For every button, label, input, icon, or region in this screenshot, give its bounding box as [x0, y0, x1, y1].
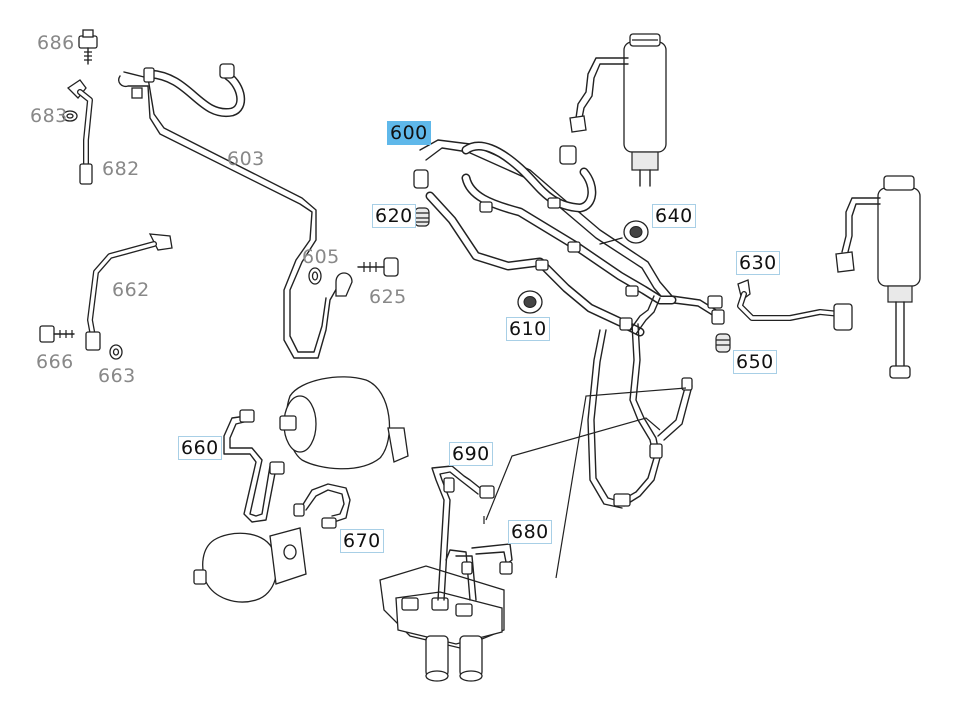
label-660[interactable]: 660 [178, 436, 222, 460]
part-670-pipe[interactable] [293, 483, 351, 529]
label-600-selected[interactable]: 600 [387, 121, 431, 145]
label-686[interactable]: 686 [37, 32, 75, 54]
label-670[interactable]: 670 [340, 529, 384, 553]
part-lower-hoses[interactable] [587, 295, 693, 509]
label-662[interactable]: 662 [112, 279, 150, 301]
strut-rear-top [569, 33, 667, 187]
part-660-pipe[interactable] [223, 409, 285, 523]
part-625-bolt[interactable] [357, 257, 399, 277]
label-630[interactable]: 630 [736, 251, 780, 275]
label-605[interactable]: 605 [302, 246, 340, 268]
part-600-hose[interactable] [413, 139, 717, 337]
label-682[interactable]: 682 [102, 158, 140, 180]
label-666[interactable]: 666 [36, 351, 74, 373]
label-663[interactable]: 663 [98, 365, 136, 387]
reservoir-lower [193, 527, 307, 603]
strut-rear-right [835, 175, 921, 379]
part-603-pipe[interactable] [118, 63, 339, 359]
part-650-fitting[interactable] [715, 333, 731, 353]
part-690-pipe[interactable] [431, 465, 495, 601]
label-650[interactable]: 650 [733, 350, 777, 374]
label-690[interactable]: 690 [449, 442, 493, 466]
part-640-grommet[interactable] [599, 220, 649, 245]
reservoir-upper [279, 376, 409, 470]
label-610[interactable]: 610 [506, 317, 550, 341]
part-663-washer[interactable] [109, 344, 123, 360]
label-683[interactable]: 683 [30, 105, 68, 127]
part-686-bolt[interactable] [78, 29, 98, 65]
part-605-washer[interactable] [308, 267, 353, 297]
label-603[interactable]: 603 [227, 148, 265, 170]
part-680-pipe[interactable] [445, 387, 687, 601]
label-625[interactable]: 625 [369, 286, 407, 308]
part-662-hose[interactable] [85, 233, 173, 351]
label-640[interactable]: 640 [652, 204, 696, 228]
part-666-bolt[interactable] [39, 325, 75, 343]
part-682-hose[interactable] [62, 79, 93, 185]
valve-block [379, 565, 505, 682]
label-680[interactable]: 680 [508, 520, 552, 544]
part-610-grommet[interactable] [517, 290, 543, 314]
part-630-hose[interactable] [707, 279, 853, 331]
label-620[interactable]: 620 [372, 204, 416, 228]
part-620-fitting[interactable] [414, 207, 430, 227]
